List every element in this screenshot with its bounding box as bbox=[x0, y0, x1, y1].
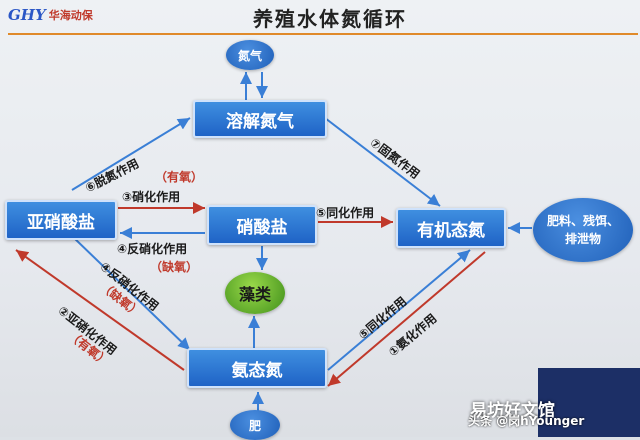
page-title: 养殖水体氮循环 bbox=[253, 7, 407, 31]
watermark-panel bbox=[538, 368, 640, 437]
algae-label: 藻类 bbox=[238, 285, 271, 304]
node-nitrite: 亚硝酸盐 bbox=[5, 200, 117, 240]
node-ammonia: 氨态氮 bbox=[187, 348, 327, 388]
label-denitrification-a: ④反硝化作用 bbox=[117, 242, 188, 256]
node-feed-waste: 肥料、残饵、排泄物 bbox=[533, 198, 633, 262]
arrow-dissolved-to-organic bbox=[324, 117, 441, 207]
arrow-organic-to-ammonia bbox=[327, 251, 486, 387]
logo-text: GHY bbox=[8, 6, 46, 24]
arrow-ammonia-to-nitrite bbox=[15, 249, 185, 371]
nitrate-label: 硝酸盐 bbox=[236, 217, 288, 238]
fertilizer-label: 肥 bbox=[248, 418, 261, 433]
label-assimilation-a: ⑤同化作用 bbox=[316, 206, 375, 220]
company-logo: GHY 华海动保 bbox=[8, 6, 93, 24]
label-denitrogenation-condition: （有氧） bbox=[155, 170, 204, 184]
nitrogen-gas-label: 氮气 bbox=[237, 48, 262, 63]
arrow-ammonia-to-organic bbox=[327, 249, 471, 371]
arrow-nitrite-to-dissolved bbox=[71, 117, 191, 191]
node-organic-nitrogen: 有机态氮 bbox=[396, 208, 506, 248]
nitrite-label: 亚硝酸盐 bbox=[27, 212, 95, 233]
feed-waste-label: 肥料、残饵、排泄物 bbox=[546, 214, 619, 246]
node-nitrate: 硝酸盐 bbox=[207, 205, 317, 245]
organic-nitrogen-label: 有机态氮 bbox=[417, 220, 485, 241]
watermark-text: 头条 @岗hYounger bbox=[468, 414, 585, 428]
logo-subtitle: 华海动保 bbox=[48, 9, 93, 22]
slide-header: GHY 华海动保 养殖水体氮循环 bbox=[0, 0, 640, 44]
label-denitrification-a-condition: （缺氧） bbox=[150, 260, 199, 274]
node-algae: 藻类 bbox=[225, 272, 285, 314]
watermark-overlay: 易坊好文馆 bbox=[470, 401, 555, 421]
node-nitrogen-gas: 氮气 bbox=[226, 40, 274, 70]
node-fertilizer: 肥 bbox=[230, 410, 280, 440]
label-nitrification: ③硝化作用 bbox=[122, 190, 181, 204]
dissolved-nitrogen-label: 溶解氮气 bbox=[226, 111, 294, 132]
arrow-nitrite-to-ammonia bbox=[71, 235, 191, 351]
node-dissolved-nitrogen: 溶解氮气 bbox=[193, 100, 327, 138]
ammonia-label: 氨态氮 bbox=[231, 360, 283, 381]
header-divider bbox=[8, 33, 638, 35]
